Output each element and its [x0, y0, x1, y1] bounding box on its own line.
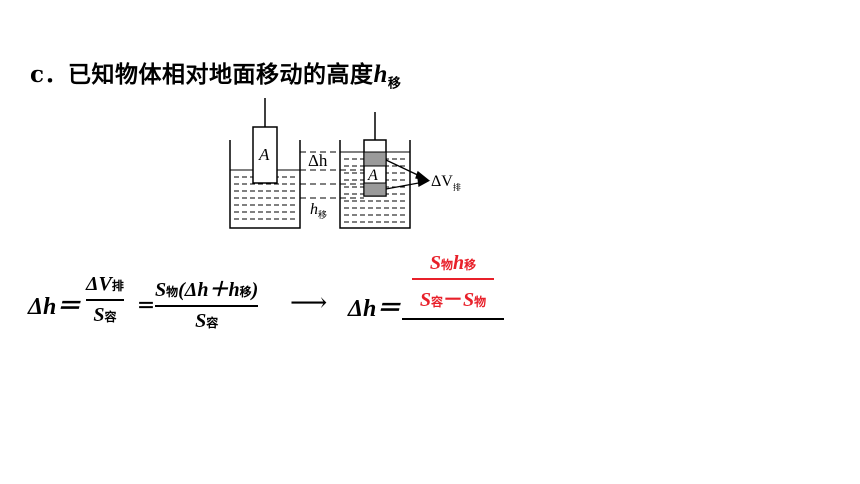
delta-v-arrows: [385, 159, 431, 190]
heading-variable-sub: 移: [387, 76, 402, 92]
heading-variable: h: [373, 61, 388, 88]
frac1-numerator: ΔV排: [86, 273, 124, 295]
frac1-denominator: S容: [93, 304, 117, 326]
left-block: [252, 98, 278, 184]
frac1-bar: [86, 299, 124, 301]
frac2-numerator: S物(Δh＋h移): [155, 279, 259, 301]
answer-denominator: S容－S物: [419, 289, 487, 311]
answer-fraction: S物h移 S容－S物: [402, 252, 504, 312]
frac2-bar: [155, 305, 259, 307]
fraction-dv-over-s: ΔV排 S容: [86, 273, 124, 327]
formula-lhs: Δh＝: [28, 286, 80, 321]
answer-blank-underline: [402, 318, 504, 320]
reference-lines: [300, 151, 364, 199]
lhs-text: Δh＝: [28, 294, 81, 320]
rhs-text: Δh＝: [348, 296, 401, 322]
formula-rhs: Δh＝: [348, 288, 400, 323]
frac2-denominator: S容: [195, 310, 219, 332]
implies-arrow: ⟶: [290, 288, 328, 317]
delta-v-label: ΔV排: [431, 173, 461, 192]
answer-numerator: S物h移: [429, 252, 477, 274]
fraction-expanded: S物(Δh＋h移) S容: [155, 273, 259, 333]
formula-equals: ＝: [137, 296, 155, 316]
delta-h-label: Δh: [308, 151, 328, 170]
section-heading: c．已知物体相对地面移动的高度h移: [30, 55, 401, 92]
right-block: [363, 112, 387, 197]
answer-bar: [412, 278, 494, 280]
left-block-label: A: [258, 145, 270, 164]
right-block-label: A: [367, 167, 378, 184]
h-move-label: h移: [310, 201, 327, 220]
heading-text: c．已知物体相对地面移动的高度: [30, 61, 374, 88]
